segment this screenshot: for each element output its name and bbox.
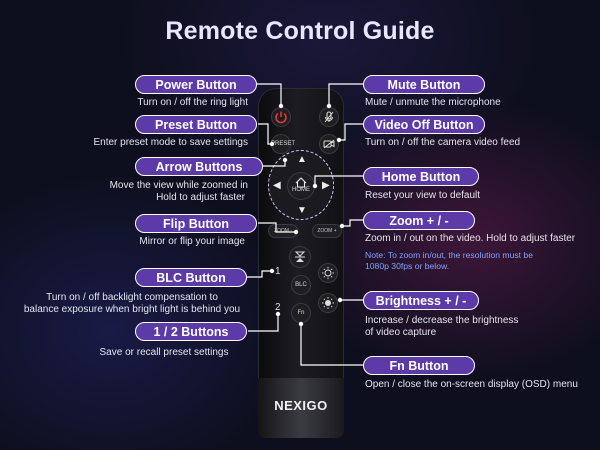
home-button[interactable]: HOME bbox=[287, 172, 315, 200]
home-button-callout: Home Button bbox=[363, 167, 479, 186]
brightness-desc-line2: of video capture bbox=[365, 327, 437, 338]
video-off-button-desc: Turn on / off the camera video feed bbox=[365, 137, 521, 148]
arrow-left-icon[interactable]: ◀ bbox=[273, 180, 281, 191]
zoom-note-line1: Note: To zoom in/out, the resolution mus… bbox=[365, 250, 533, 260]
one-two-buttons-desc: Save or recall preset settings bbox=[99, 347, 229, 358]
arrow-buttons-callout: Arrow Buttons bbox=[135, 157, 263, 176]
blc-button-label: BLC bbox=[295, 282, 307, 288]
arrow-up-icon[interactable]: ▲ bbox=[297, 154, 307, 165]
mute-button-callout: Mute Button bbox=[363, 75, 485, 94]
zoom-note-line2: 1080p 30fps or below. bbox=[365, 261, 450, 271]
blc-button[interactable]: BLC bbox=[291, 275, 311, 295]
power-button-desc: Turn on / off the ring light bbox=[137, 97, 248, 108]
preset-button[interactable]: PRESET bbox=[271, 134, 295, 154]
brightness-minus-button[interactable] bbox=[318, 293, 338, 313]
flip-button-callout: Flip Button bbox=[135, 214, 257, 233]
one-two-buttons-callout: 1 / 2 Buttons bbox=[135, 322, 247, 341]
video-off-button[interactable] bbox=[319, 134, 339, 154]
arrow-buttons-desc-line1: Move the view while zoomed in bbox=[109, 180, 248, 191]
zoom-plus-button[interactable]: ZOOM + bbox=[312, 224, 342, 238]
brightness-plus-button[interactable] bbox=[318, 263, 338, 283]
preset-button-callout: Preset Button bbox=[135, 115, 257, 134]
fn-button-callout: Fn Button bbox=[363, 356, 475, 375]
fn-button[interactable]: Fn bbox=[291, 303, 311, 323]
brightness-callout: Brightness + / - bbox=[363, 291, 479, 310]
home-button-desc: Reset your view to default bbox=[365, 190, 481, 201]
arrow-down-icon[interactable]: ▼ bbox=[297, 205, 307, 216]
blc-button-desc-line1: Turn on / off backlight compensation to bbox=[46, 292, 218, 303]
blc-button-callout: BLC Button bbox=[135, 268, 247, 287]
zoom-callout: Zoom + / - bbox=[363, 211, 475, 230]
fn-button-desc: Open / close the on-screen display (OSD)… bbox=[365, 379, 578, 390]
zoom-desc: Zoom in / out on the video. Hold to adju… bbox=[365, 233, 576, 244]
video-off-icon bbox=[323, 139, 335, 149]
remote-bottom-grip bbox=[258, 378, 344, 438]
blc-button-desc-line2: balance exposure when bright light is be… bbox=[23, 304, 241, 315]
page-title: Remote Control Guide bbox=[165, 17, 435, 45]
flip-button[interactable] bbox=[289, 246, 311, 268]
mute-button[interactable] bbox=[319, 107, 339, 127]
preset-button-desc: Enter preset mode to save settings bbox=[93, 137, 248, 148]
arrow-right-icon[interactable]: ▶ bbox=[322, 180, 330, 191]
microphone-muted-icon bbox=[324, 111, 334, 123]
brand-logo: NEXIGO bbox=[274, 398, 328, 413]
power-icon bbox=[275, 111, 287, 124]
sun-filled-icon bbox=[322, 297, 334, 309]
brightness-desc-line1: Increase / decrease the brightness bbox=[365, 315, 519, 326]
preset-one-label: 1 bbox=[275, 266, 281, 277]
video-off-button-callout: Video Off Button bbox=[363, 115, 485, 134]
flip-button-desc: Mirror or flip your image bbox=[139, 236, 245, 247]
arrow-buttons-desc-line2: Hold to adjust faster bbox=[156, 192, 245, 203]
preset-two-label: 2 bbox=[275, 302, 281, 313]
sun-outline-icon bbox=[322, 267, 334, 279]
home-button-label: HOME bbox=[292, 187, 310, 193]
home-icon bbox=[295, 177, 307, 188]
preset-button-label: PRESET bbox=[271, 141, 296, 147]
fn-button-label: Fn bbox=[297, 310, 305, 316]
mute-button-desc: Mute / unmute the microphone bbox=[365, 97, 501, 108]
flip-icon bbox=[294, 251, 306, 262]
power-button[interactable] bbox=[271, 107, 291, 127]
power-button-callout: Power Button bbox=[135, 75, 257, 94]
